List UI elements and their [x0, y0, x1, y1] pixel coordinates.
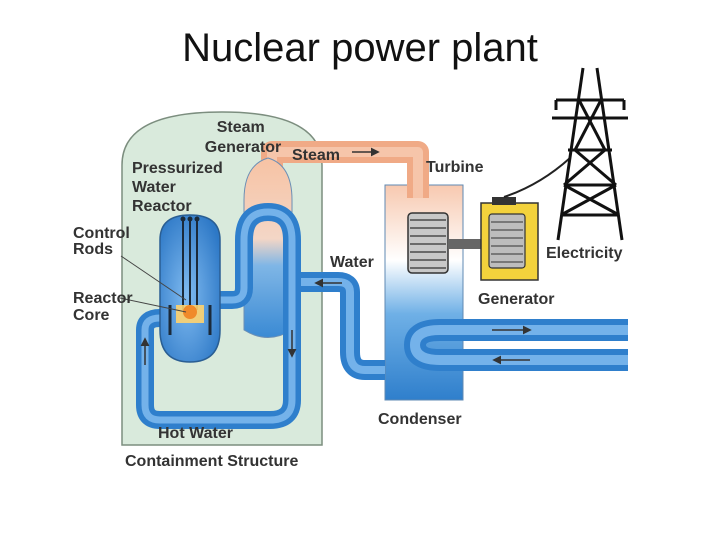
turbine: [407, 212, 449, 274]
slide-title: Nuclear power plant: [182, 26, 538, 70]
turbine-shaft: [448, 239, 488, 249]
svg-text:Steam Generator: Steam Generator: [205, 119, 281, 156]
label-pwr-3: Reactor: [132, 198, 192, 215]
label-reactor-core-1: Reactor: [73, 290, 133, 307]
transmission-tower-icon: [552, 67, 628, 241]
steam-generator: [243, 157, 293, 338]
label-water: Water: [330, 254, 374, 271]
label-control-rods-2: Rods: [73, 241, 113, 258]
flow-arrows: [140, 147, 532, 365]
svg-text:Reactor Core: Reactor Core: [73, 290, 137, 324]
reactor-core: [168, 305, 212, 335]
label-control-rods-1: Control: [73, 225, 130, 242]
label-hot-water: Hot Water: [158, 425, 233, 442]
label-pwr-1: Pressurized: [132, 160, 223, 177]
label-pwr-2: Water: [132, 179, 176, 196]
label-steam-generator-1: Steam: [217, 119, 265, 136]
control-rods: [182, 220, 198, 310]
svg-text:Pressurized Water: Pressurized Water Reactor: [132, 160, 227, 215]
label-containment-structure: Containment Structure: [125, 453, 298, 470]
svg-text:Control Rods: Control Rods: [73, 225, 134, 258]
label-electricity: Electricity: [546, 245, 623, 262]
label-steam-generator-2: Generator: [205, 139, 281, 156]
label-turbine: Turbine: [426, 159, 484, 176]
label-steam: Steam: [292, 147, 340, 164]
generator: [480, 197, 539, 281]
label-reactor-core-2: Core: [73, 307, 110, 324]
diagram-labels: Steam Generator Steam Turbine Pressurize…: [73, 119, 623, 470]
label-condenser: Condenser: [378, 411, 462, 428]
label-generator: Generator: [478, 291, 554, 308]
power-line: [503, 157, 571, 198]
